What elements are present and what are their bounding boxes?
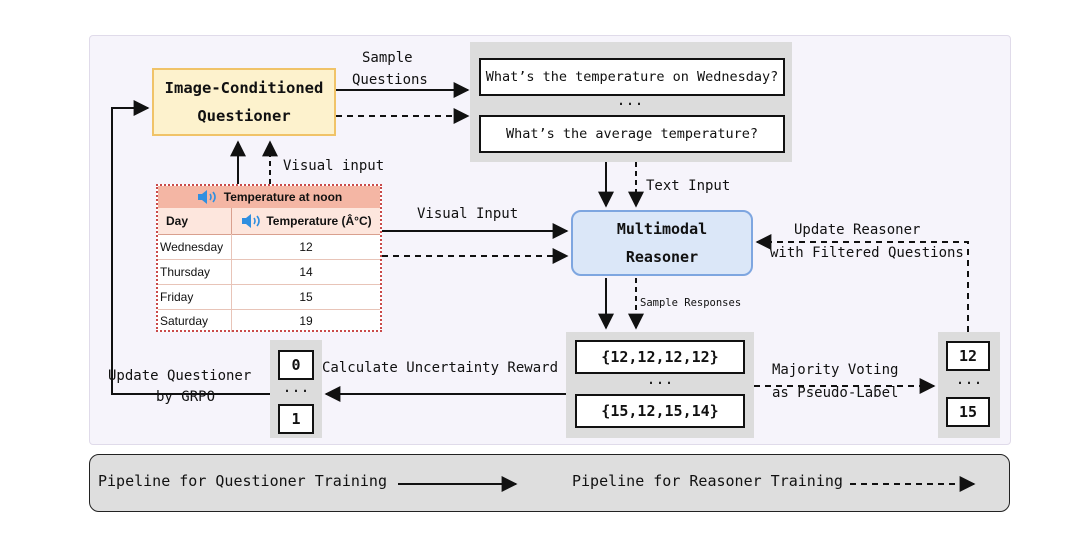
table-cell-day: Saturday	[158, 309, 232, 332]
reasoner-box: Multimodal Reasoner	[571, 210, 753, 276]
temperature-table: Temperature at noon Day Temperature (Â°C…	[156, 184, 382, 332]
table-title-row: Temperature at noon	[158, 186, 380, 208]
table-row: Friday 15	[158, 284, 380, 310]
legend-solid-arrow	[398, 476, 518, 492]
speaker-icon	[197, 190, 216, 204]
arrow-update-questioner	[111, 100, 270, 395]
table-cell-day: Friday	[158, 284, 232, 309]
table-row: Thursday 14	[158, 259, 380, 285]
response-last-text: {15,12,15,14}	[601, 402, 719, 420]
arrow-update-reasoner	[755, 234, 969, 332]
table-col-temp-cell: Temperature (Â°C)	[232, 208, 380, 234]
table-row: Saturday 19	[158, 309, 380, 332]
reward-last-text: 1	[291, 410, 301, 428]
rewards-ellipsis: ...	[282, 378, 310, 396]
legend-dashed-arrow	[850, 476, 976, 492]
reward-box-last: 1	[278, 404, 314, 434]
questioner-label-2: Questioner	[197, 107, 291, 125]
majority-label-2: as Pseudo-Label	[772, 385, 899, 401]
table-cell-day: Thursday	[158, 259, 232, 284]
table-header-row: Day Temperature (Â°C)	[158, 208, 380, 235]
questioner-label-1: Image-Conditioned	[164, 79, 324, 97]
table-row: Wednesday 12	[158, 234, 380, 260]
update-questioner-label-1: Update Questioner	[108, 368, 252, 384]
sample-questions-label-2: Questions	[352, 72, 428, 88]
pseudo-labels-ellipsis: ...	[955, 370, 983, 388]
question-first-text: What’s the temperature on Wednesday?	[485, 69, 779, 85]
table-cell-temp: 12	[299, 239, 313, 254]
questioner-box: Image-Conditioned Questioner	[152, 68, 336, 136]
table-col-temp: Temperature (Â°C)	[266, 214, 372, 228]
legend-questioner-label: Pipeline for Questioner Training	[98, 472, 387, 490]
pseudo-label-first-text: 12	[958, 347, 978, 365]
table-cell-temp: 19	[299, 313, 313, 328]
response-box-last: {15,12,15,14}	[575, 394, 745, 428]
legend-reasoner-label: Pipeline for Reasoner Training	[572, 472, 843, 490]
reasoner-label-2: Reasoner	[625, 248, 699, 266]
questions-ellipsis: ...	[616, 91, 644, 109]
legend-box: Pipeline for Questioner Training Pipelin…	[89, 454, 1010, 512]
speaker-icon	[242, 214, 261, 228]
sample-responses-label: Sample Responses	[640, 297, 742, 309]
uncertainty-label: Calculate Uncertainty Reward	[322, 360, 559, 376]
table-cell-day: Wednesday	[158, 234, 232, 259]
update-reasoner-label-2: with Filtered Questions	[770, 245, 964, 261]
pseudo-label-last: 15	[946, 397, 990, 427]
table-cell-temp: 14	[299, 264, 313, 279]
reasoner-label-1: Multimodal	[616, 220, 708, 238]
visual-input-mid-label: Visual Input	[417, 206, 519, 222]
question-box-first: What’s the temperature on Wednesday?	[479, 58, 785, 96]
reward-first-text: 0	[291, 356, 301, 374]
visual-input-top-label: Visual input	[283, 158, 385, 174]
update-reasoner-label-1: Update Reasoner	[794, 222, 921, 238]
question-last-text: What’s the average temperature?	[506, 126, 758, 142]
response-box-first: {12,12,12,12}	[575, 340, 745, 374]
pseudo-label-first: 12	[946, 341, 990, 371]
reward-box-first: 0	[278, 350, 314, 380]
sample-questions-label-1: Sample	[362, 50, 413, 66]
pseudo-label-last-text: 15	[958, 403, 978, 421]
response-first-text: {12,12,12,12}	[601, 348, 719, 366]
table-col-day: Day	[158, 208, 232, 234]
responses-ellipsis: ...	[646, 370, 674, 388]
majority-label-1: Majority Voting	[772, 362, 899, 378]
text-input-label: Text Input	[646, 178, 731, 194]
table-title: Temperature at noon	[223, 190, 343, 204]
question-box-last: What’s the average temperature?	[479, 115, 785, 153]
table-cell-temp: 15	[299, 289, 313, 304]
